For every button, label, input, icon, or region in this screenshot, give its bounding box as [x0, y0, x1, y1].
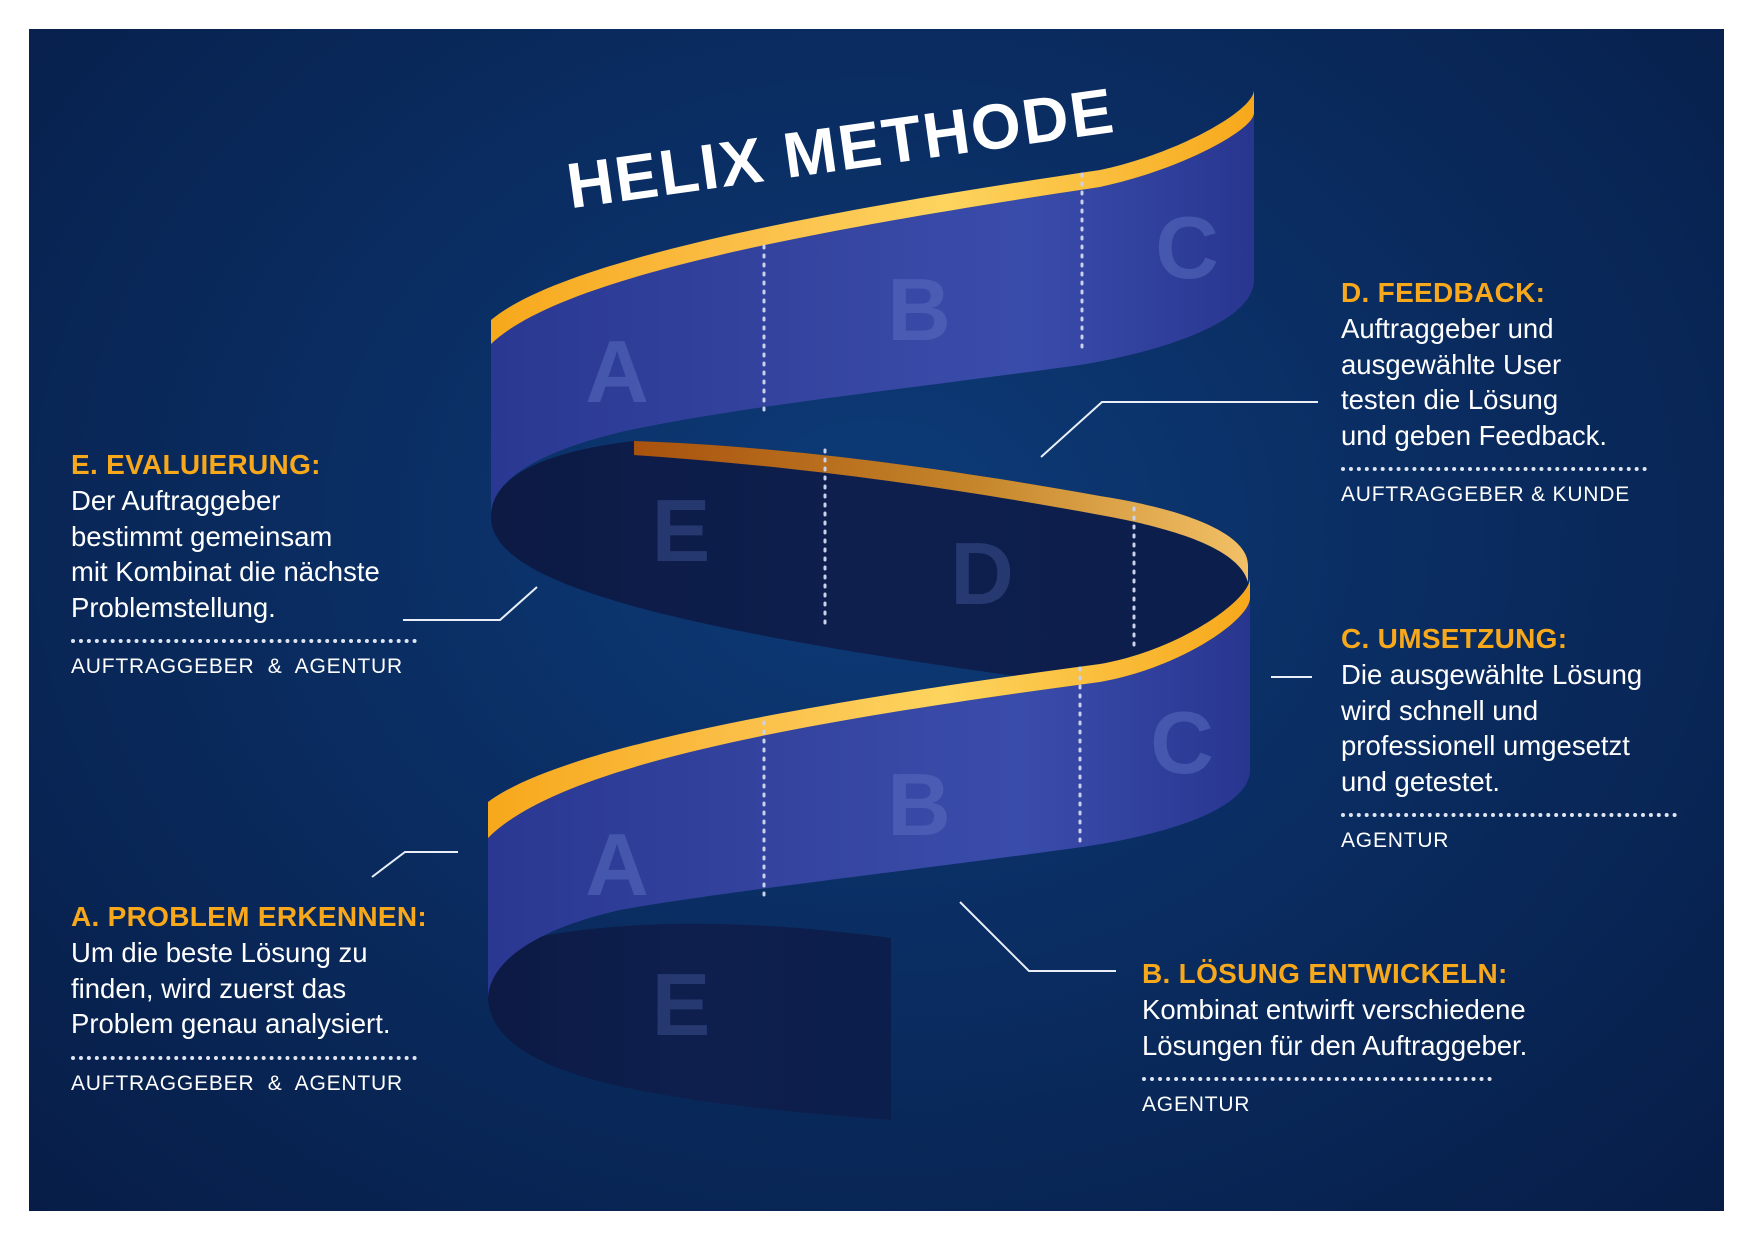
connector-d	[1040, 401, 1318, 458]
step-a-heading: A. PROBLEM ERKENNEN:	[71, 901, 428, 932]
step-d-line-3: testen die Lösung	[1341, 384, 1559, 415]
step-b-line-1: Kombinat entwirft verschiedene	[1142, 994, 1526, 1025]
step-c-role: AGENTUR	[1341, 829, 1450, 852]
strip-letter-b-top: B	[887, 260, 951, 359]
step-e-line-4: Problemstellung.	[71, 591, 276, 623]
step-d-divider	[1341, 467, 1647, 471]
step-d-line-4: und geben Feedback.	[1341, 419, 1608, 451]
step-b-divider	[1142, 1077, 1492, 1081]
step-e-block: E. EVALUIERUNG: Der Auftraggeber bestimm…	[71, 447, 431, 679]
step-a-line-2: finden, wird zuerst das	[71, 972, 347, 1004]
connector-lines	[371, 401, 1318, 972]
step-d-role: AUFTRAGGEBER & KUNDE	[1341, 483, 1631, 506]
step-e-line-1: Der Auftraggeber	[71, 485, 281, 516]
step-b-heading: B. LÖSUNG ENTWICKELN:	[1142, 958, 1508, 989]
step-e-heading: E. EVALUIERUNG:	[71, 449, 321, 480]
step-a-line-3: Problem genau analysiert.	[71, 1008, 391, 1039]
step-b-line-2: Lösungen für den Auftraggeber.	[1142, 1029, 1528, 1061]
strip-letter-b-lower: B	[887, 755, 951, 854]
connector-e	[403, 586, 538, 621]
step-b-block: B. LÖSUNG ENTWICKELN: Kombinat entwirft …	[1142, 956, 1612, 1117]
step-e-line-2: bestimmt gemeinsam	[71, 520, 333, 552]
step-c-block: C. UMSETZUNG: Die ausgewählte Lösung wir…	[1341, 621, 1691, 853]
step-e-role: AUFTRAGGEBER & AGENTUR	[71, 655, 403, 678]
step-c-line-2: wird schnell und	[1341, 694, 1539, 726]
ribbon-back-lower	[488, 923, 891, 1120]
section-dividers	[762, 172, 1136, 904]
connector-a	[371, 851, 458, 878]
step-b-role: AGENTUR	[1142, 1093, 1251, 1116]
step-c-line-3: professionell umgesetzt	[1341, 730, 1630, 761]
step-e-divider	[71, 639, 417, 643]
step-d-line-1: Auftraggeber und	[1341, 313, 1554, 344]
step-c-line-1: Die ausgewählte Lösung	[1341, 659, 1643, 690]
step-d-line-2: ausgewählte User	[1341, 348, 1562, 380]
step-e-line-3: mit Kombinat die nächste	[71, 556, 380, 587]
strip-letter-d-back: D	[950, 524, 1014, 623]
step-a-block: A. PROBLEM ERKENNEN: Um die beste Lösung…	[71, 899, 451, 1096]
connector-b	[959, 901, 1116, 972]
ribbon-front-top	[491, 90, 1254, 515]
step-a-role: AUFTRAGGEBER & AGENTUR	[71, 1071, 403, 1095]
strip-letter-e-back-lower: E	[652, 955, 711, 1054]
step-a-divider	[71, 1055, 417, 1060]
step-d-block: D. FEEDBACK: Auftraggeber und ausgewählt…	[1341, 275, 1671, 507]
ribbon-front-lower	[488, 578, 1250, 1000]
strip-letter-a-lower: A	[585, 815, 649, 914]
step-d-heading: D. FEEDBACK:	[1341, 277, 1546, 308]
step-c-line-4: und getestet.	[1341, 765, 1501, 797]
step-c-heading: C. UMSETZUNG:	[1341, 623, 1568, 654]
strip-letter-a-top: A	[585, 322, 649, 421]
strip-letter-c-top: C	[1155, 198, 1219, 297]
step-c-divider	[1341, 813, 1677, 817]
strip-letter-c-lower: C	[1150, 693, 1214, 792]
strip-letter-e-back: E	[652, 481, 711, 580]
ribbon-inner-edge	[634, 441, 1248, 582]
step-a-line-1: Um die beste Lösung zu	[71, 937, 368, 968]
